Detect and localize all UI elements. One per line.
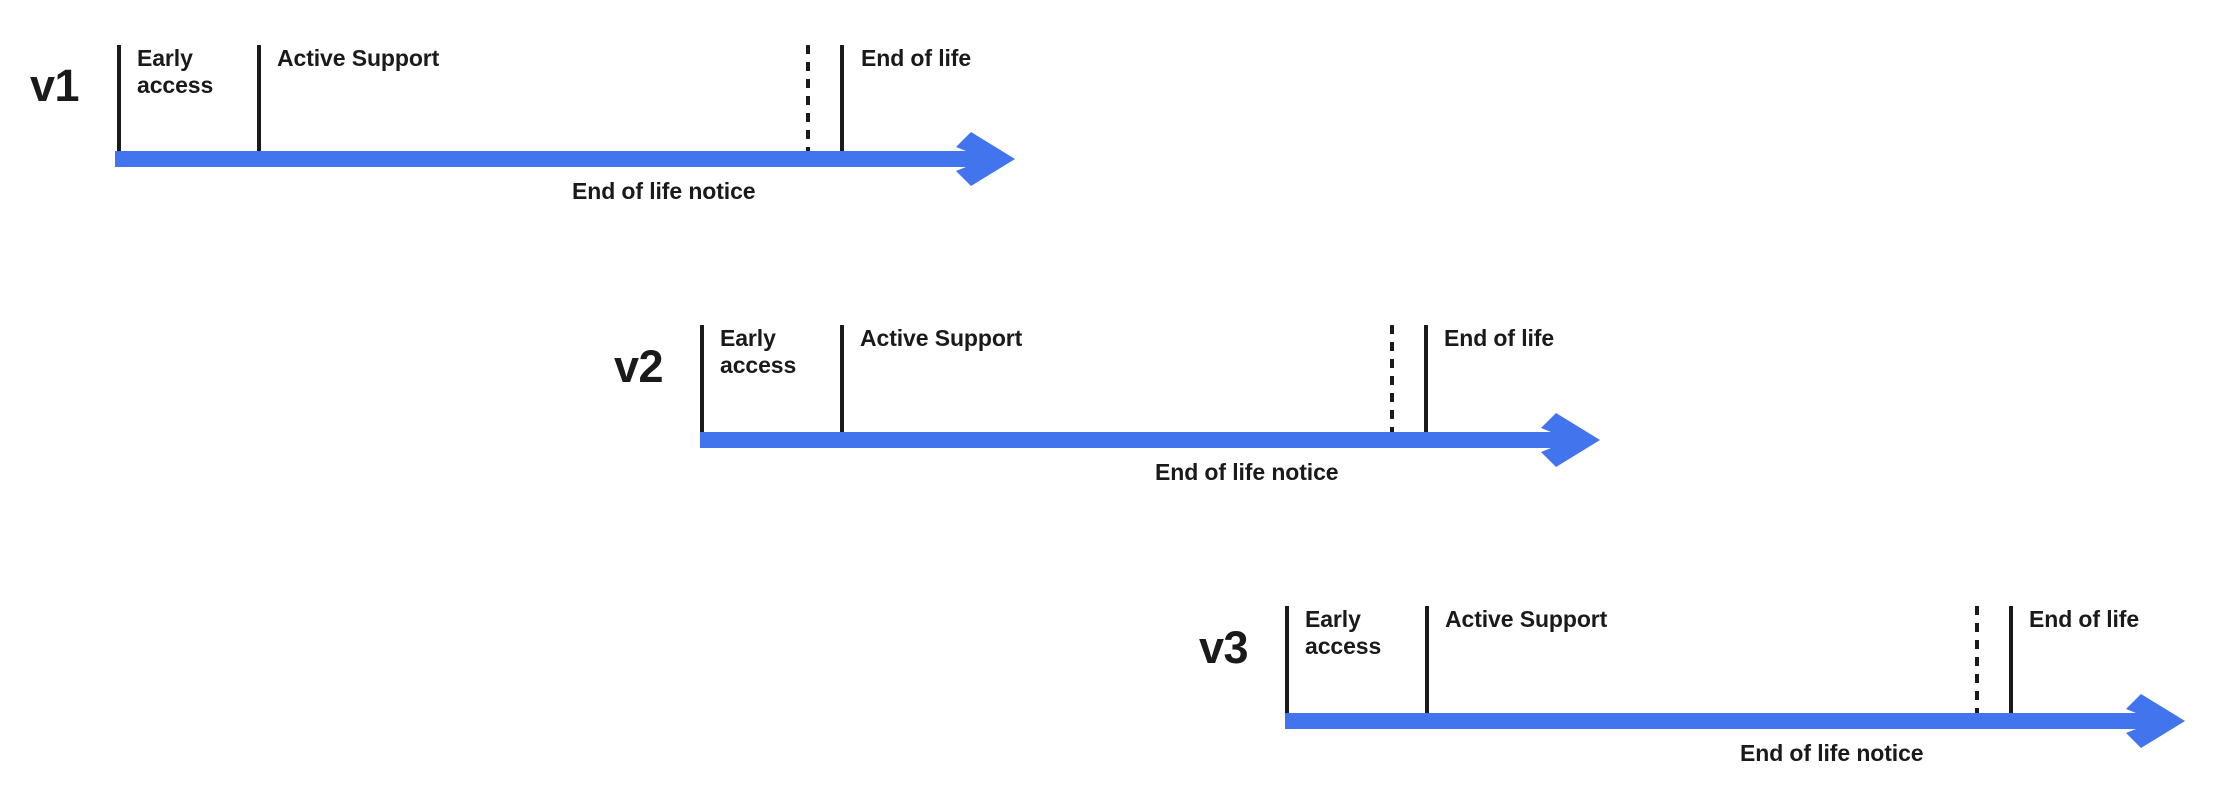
- timeline-arrow-v3: [1285, 694, 2185, 748]
- phase-divider-dashed-2: [1390, 325, 1394, 432]
- phase-divider-1: [257, 45, 261, 151]
- phase-label-1: Active Support: [277, 45, 440, 71]
- phase-label-2: End of life: [861, 45, 972, 71]
- arrow-head: [2126, 694, 2185, 748]
- phase-divider-dashed-2: [1975, 606, 1979, 713]
- version-label-v1: v1: [30, 60, 80, 111]
- phase-divider-dashed-2: [806, 45, 810, 151]
- phase-divider-3: [2009, 606, 2013, 713]
- phase-divider-0: [700, 325, 704, 432]
- end-of-life-notice-label: End of life notice: [1740, 740, 1924, 766]
- phase-divider-3: [1424, 325, 1428, 432]
- phase-label-0: Early access: [720, 325, 797, 378]
- arrow-shaft: [1285, 713, 2156, 729]
- phase-label-0: Early access: [1305, 606, 1382, 659]
- phase-divider-0: [1285, 606, 1289, 713]
- phase-label-1: Active Support: [860, 325, 1023, 351]
- phase-label-2: End of life: [1444, 325, 1555, 351]
- phase-label-2: End of life: [2029, 606, 2140, 632]
- phase-label-1: Active Support: [1445, 606, 1608, 632]
- phase-label-0: Early access: [137, 45, 214, 98]
- phase-divider-0: [117, 45, 121, 151]
- phase-divider-3: [840, 45, 844, 151]
- arrow-shaft: [700, 432, 1571, 448]
- arrow-head: [1541, 413, 1600, 467]
- phase-divider-1: [840, 325, 844, 432]
- version-label-v2: v2: [614, 341, 664, 392]
- end-of-life-notice-label: End of life notice: [572, 178, 756, 204]
- version-label-v3: v3: [1199, 622, 1249, 673]
- timeline-arrow-v1: [115, 132, 1015, 186]
- phase-divider-1: [1425, 606, 1429, 713]
- timeline-arrow-v2: [700, 413, 1600, 467]
- end-of-life-notice-label: End of life notice: [1155, 459, 1339, 485]
- arrow-shaft: [115, 151, 986, 167]
- arrow-head: [956, 132, 1015, 186]
